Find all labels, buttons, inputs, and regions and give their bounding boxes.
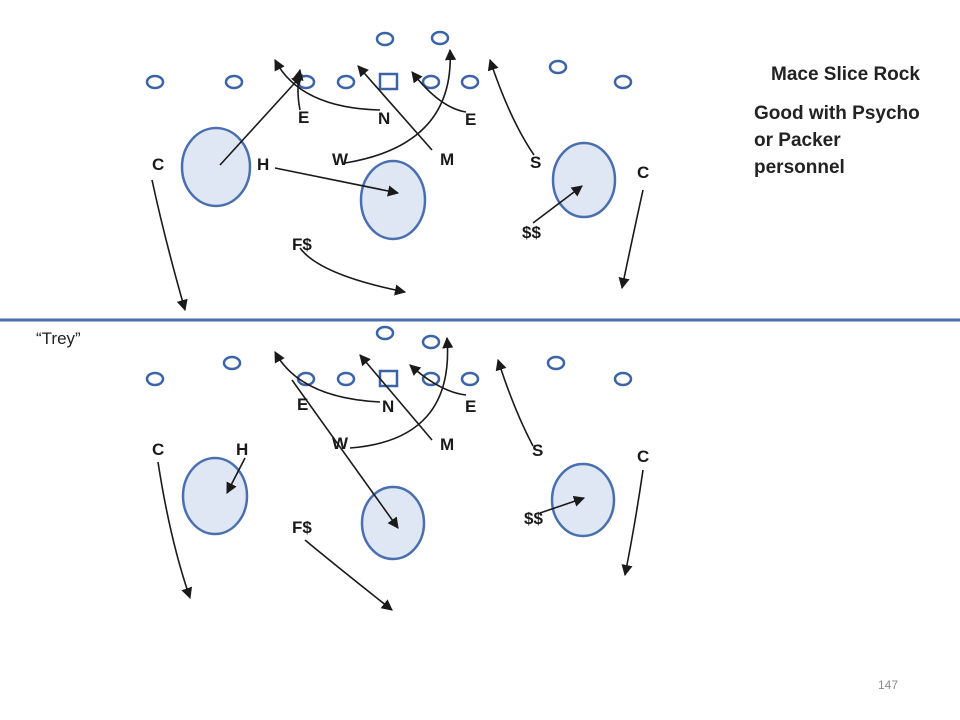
route-s — [487, 58, 535, 156]
offense-player — [548, 59, 568, 75]
label-h: H — [236, 440, 248, 459]
offense-player — [460, 74, 480, 90]
offense-player — [421, 74, 441, 90]
offense-player — [336, 74, 356, 90]
label-ss: $$ — [524, 509, 543, 528]
note-line-1: Good with Psycho — [754, 103, 920, 124]
label-e-left: E — [298, 108, 309, 127]
route-h — [274, 167, 400, 197]
route-e-left — [292, 68, 304, 111]
route-fs — [304, 539, 393, 611]
bottom-diagram: E N E C H W M S C $$ F$ — [145, 325, 649, 611]
offense-player — [421, 371, 441, 387]
offense-player — [145, 74, 165, 90]
label-w: W — [332, 150, 349, 169]
route-c-left — [151, 179, 188, 312]
label-fs: F$ — [292, 235, 312, 254]
label-ss: $$ — [522, 223, 541, 242]
zone-ellipse-middle — [360, 485, 426, 561]
label-w: W — [332, 434, 349, 453]
zone-ellipse-left — [181, 456, 249, 536]
route-c-right — [621, 469, 644, 577]
route-h — [226, 457, 246, 494]
label-s: S — [530, 153, 541, 172]
play-title: Mace Slice Rock — [771, 64, 920, 85]
offense-player — [460, 371, 480, 387]
route-c-left — [157, 461, 193, 600]
center-square — [378, 72, 399, 91]
label-c-right: C — [637, 447, 649, 466]
offense-player — [222, 355, 242, 371]
zone-ellipse-right — [550, 462, 616, 538]
offense-player — [430, 30, 450, 46]
route-ss — [532, 185, 583, 224]
route-m — [357, 65, 433, 151]
route-fs — [299, 247, 407, 296]
offense-player — [145, 371, 165, 387]
center-square — [378, 369, 399, 388]
top-diagram: E N E C H W M S C $$ F$ — [145, 30, 649, 312]
offense-formation — [145, 30, 633, 91]
route-e-left — [291, 379, 399, 529]
label-fs: F$ — [292, 518, 312, 537]
trey-label: “Trey” — [36, 329, 81, 348]
offense-player — [375, 31, 395, 47]
offense-player — [421, 334, 441, 350]
route-m — [359, 354, 433, 441]
route-e-block — [219, 74, 303, 166]
zone-ellipse-left — [180, 126, 252, 208]
route-w — [344, 48, 457, 164]
zone-ellipse-middle — [359, 159, 427, 241]
offense-player — [224, 74, 244, 90]
label-s: S — [532, 441, 543, 460]
offense-player — [613, 74, 633, 90]
page-number: 147 — [878, 678, 899, 692]
personnel-note: Good with Psycho or Packer personnel — [754, 100, 954, 181]
route-ss — [539, 495, 586, 514]
note-line-3: personnel — [754, 157, 845, 178]
label-e-left: E — [297, 395, 308, 414]
route-n — [274, 351, 381, 403]
label-e-right: E — [465, 397, 476, 416]
label-n: N — [378, 109, 390, 128]
offense-formation — [145, 325, 633, 388]
zone-ellipse-right — [551, 141, 617, 219]
label-m: M — [440, 435, 454, 454]
label-h: H — [257, 155, 269, 174]
route-w — [349, 336, 454, 449]
label-e-right: E — [465, 110, 476, 129]
label-m: M — [440, 150, 454, 169]
route-c-right — [618, 189, 644, 290]
offense-player — [336, 371, 356, 387]
route-n — [274, 59, 381, 111]
route-e-right — [411, 71, 467, 113]
route-s — [495, 358, 534, 447]
defense-routes — [157, 336, 644, 611]
label-c-left: C — [152, 440, 164, 459]
offense-player — [613, 371, 633, 387]
route-e-right — [409, 364, 467, 396]
label-n: N — [382, 397, 394, 416]
offense-player — [375, 325, 395, 341]
defense-routes — [151, 48, 644, 312]
offense-player — [546, 355, 566, 371]
label-c-left: C — [152, 155, 164, 174]
label-c-right: C — [637, 163, 649, 182]
note-line-2: or Packer — [754, 130, 841, 151]
